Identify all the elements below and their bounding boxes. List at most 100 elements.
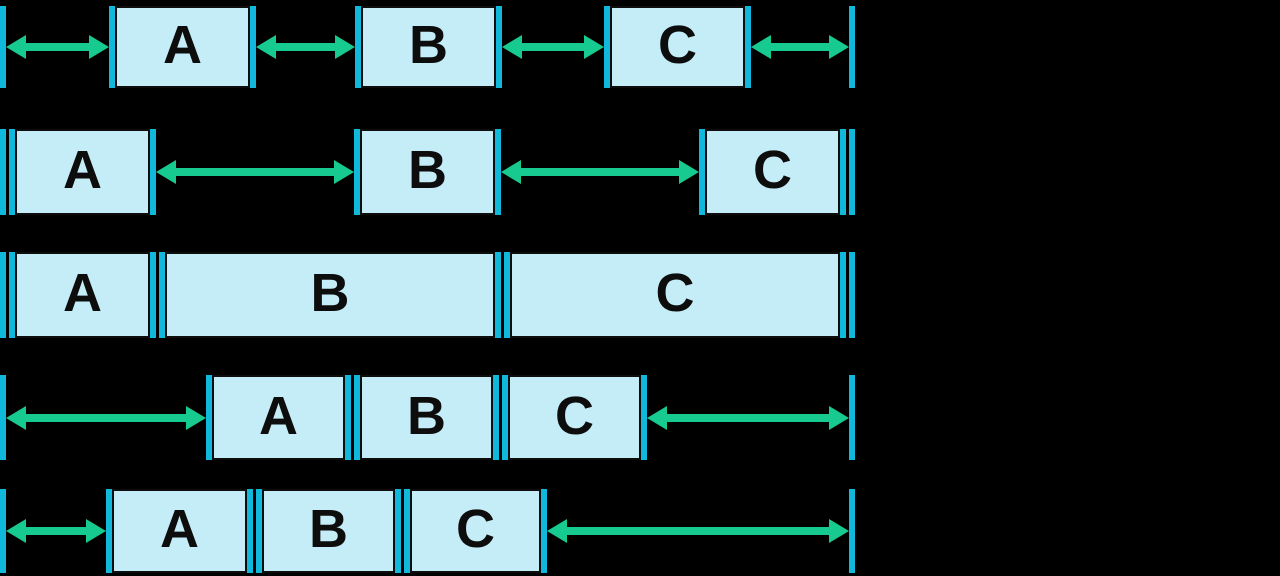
edge-marker-bar [159, 252, 165, 338]
arrow-stem [516, 43, 590, 51]
edge-gap [156, 252, 159, 338]
edge-marker-bar [150, 129, 156, 215]
edge-marker-bar [699, 129, 705, 215]
edge-gap [6, 252, 9, 338]
arrow-left-head-icon [6, 405, 26, 430]
row-space-distributed-evenly: A B C [0, 6, 856, 88]
edge-marker-bar [840, 252, 846, 338]
edge-marker-bar [106, 489, 112, 573]
edge-marker-bar [9, 252, 15, 338]
arrow-right-head-icon [335, 35, 355, 59]
free-space-region [156, 129, 354, 215]
edge-marker-bar [250, 6, 256, 88]
free-space-region [501, 129, 699, 215]
item-box-c: C [510, 252, 840, 338]
arrow-stem [170, 168, 340, 176]
arrow-left-head-icon [501, 160, 521, 184]
item-box-label: A [63, 263, 102, 323]
edge-marker-bar [495, 252, 501, 338]
item-box-label: A [160, 499, 199, 559]
arrow-stem [20, 413, 192, 422]
item-box-c: C [705, 129, 840, 215]
arrow-left-head-icon [647, 405, 667, 430]
edge-marker-bar [849, 375, 855, 460]
double-headed-arrow-icon [256, 35, 355, 59]
item-box-label: B [409, 15, 448, 75]
edge-marker-bar [604, 6, 610, 88]
arrow-right-head-icon [829, 405, 849, 430]
edge-marker-bar [354, 375, 360, 460]
arrow-right-head-icon [186, 405, 206, 430]
arrow-left-head-icon [502, 35, 522, 59]
edge-marker-bar [0, 6, 6, 88]
edge-marker-bar [247, 489, 253, 573]
free-space-region [647, 375, 849, 460]
edge-marker-bar [355, 6, 361, 88]
arrow-left-head-icon [6, 519, 26, 543]
row-space-between-items: A B C [0, 129, 856, 215]
free-space-region [502, 6, 604, 88]
item-box-a: A [112, 489, 247, 573]
item-box-label: A [163, 15, 202, 75]
edge-marker-bar [641, 375, 647, 460]
item-box-a: A [115, 6, 250, 88]
item-box-label: B [309, 499, 348, 559]
edge-gap [501, 252, 504, 338]
edge-gap [351, 375, 354, 460]
arrow-right-head-icon [334, 160, 354, 184]
item-box-label: A [259, 385, 298, 446]
arrow-left-head-icon [547, 519, 567, 543]
arrow-stem [20, 43, 95, 51]
edge-marker-bar [206, 375, 212, 460]
item-box-label: C [555, 385, 594, 446]
edge-marker-bar [502, 375, 508, 460]
edge-gap [846, 252, 849, 338]
arrow-stem [661, 413, 835, 422]
double-headed-arrow-icon [6, 405, 206, 430]
edge-marker-bar [541, 489, 547, 573]
double-headed-arrow-icon [751, 35, 849, 59]
double-headed-arrow-icon [547, 519, 849, 543]
item-box-label: C [658, 15, 697, 75]
edge-marker-bar [496, 6, 502, 88]
item-box-label: B [408, 140, 447, 200]
edge-marker-bar [354, 129, 360, 215]
arrow-right-head-icon [89, 35, 109, 59]
item-box-c: C [508, 375, 641, 460]
arrow-stem [561, 527, 835, 535]
edge-marker-bar [150, 252, 156, 338]
edge-gap [6, 129, 9, 215]
free-space-region [547, 489, 849, 573]
free-space-region [6, 6, 109, 88]
edge-gap [401, 489, 404, 573]
item-box-label: C [753, 140, 792, 200]
edge-marker-bar [849, 252, 855, 338]
arrow-right-head-icon [584, 35, 604, 59]
arrow-left-head-icon [256, 35, 276, 59]
double-headed-arrow-icon [502, 35, 604, 59]
edge-marker-bar [9, 129, 15, 215]
arrow-right-head-icon [86, 519, 106, 543]
edge-marker-bar [395, 489, 401, 573]
double-headed-arrow-icon [156, 160, 354, 184]
item-box-label: A [63, 140, 102, 200]
edge-marker-bar [849, 489, 855, 573]
edge-marker-bar [745, 6, 751, 88]
item-box-b: B [165, 252, 495, 338]
edge-marker-bar [504, 252, 510, 338]
arrow-stem [515, 168, 685, 176]
edge-marker-bar [840, 129, 846, 215]
edge-marker-bar [345, 375, 351, 460]
edge-marker-bar [0, 375, 6, 460]
double-headed-arrow-icon [647, 405, 849, 430]
edge-marker-bar [0, 489, 6, 573]
edge-marker-bar [849, 6, 855, 88]
item-box-label: C [655, 263, 695, 323]
double-headed-arrow-icon [6, 35, 109, 59]
item-box-c: C [410, 489, 541, 573]
edge-gap [253, 489, 256, 573]
edge-marker-bar [849, 129, 855, 215]
arrow-left-head-icon [156, 160, 176, 184]
